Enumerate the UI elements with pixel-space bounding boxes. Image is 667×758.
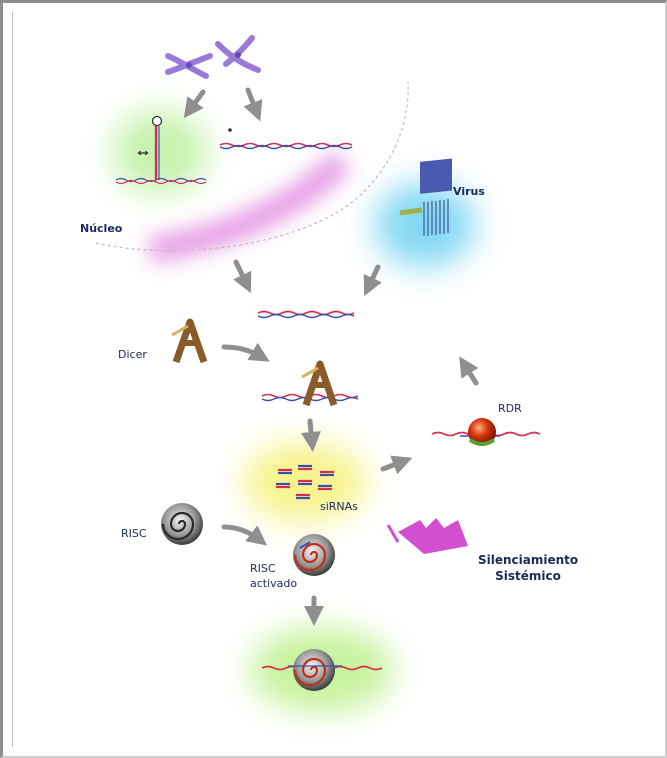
frame-inner-border	[12, 12, 13, 747]
nucleus-boundary	[95, 81, 409, 252]
risc-activated-icon	[293, 534, 335, 576]
green-glow-hairpin	[112, 110, 208, 194]
label-risc-activated: RISC activado	[250, 561, 297, 591]
arrow-chromosome-to-hairpin	[183, 89, 206, 119]
arrow-dicer-to-complex	[221, 342, 270, 362]
label-risc-activated-line2: activado	[250, 577, 298, 590]
label-rdr: RDR	[498, 402, 522, 415]
rdr-enzyme-icon	[431, 418, 541, 446]
chromosome-icon	[165, 53, 213, 79]
risc-on-target-mrna	[261, 649, 383, 691]
nucleus-magenta-glow	[148, 150, 352, 263]
arrow-risc-to-activated	[221, 524, 268, 546]
label-systemic-line1: Silenciamiento	[478, 553, 579, 567]
chromosome-icon	[215, 35, 261, 73]
risc-complex-icon	[161, 503, 203, 545]
systemic-signal-icon	[386, 518, 468, 554]
virus-cyan-glow	[375, 183, 475, 267]
label-sirnas: siRNAs	[320, 500, 358, 513]
label-systemic-silencing: Silenciamiento Sistémico	[478, 552, 578, 584]
virus-particle-icon	[399, 158, 452, 236]
arrow-chromosome-to-dsrna	[243, 87, 263, 122]
label-risc: RISC	[121, 527, 147, 540]
label-systemic-line2: Sistémico	[495, 569, 561, 583]
hairpin-rna-icon	[115, 115, 207, 185]
arrow-rdr-to-dsrna	[459, 356, 479, 386]
nuclear-dsrna	[219, 128, 353, 150]
central-dsrna	[257, 310, 355, 319]
arrow-sirnas-to-rdr	[380, 455, 413, 475]
label-risc-activated-line1: RISC	[250, 562, 276, 575]
label-dicer: Dicer	[118, 348, 147, 361]
label-virus: Virus	[453, 185, 485, 198]
arrow-virus-to-center	[363, 264, 382, 297]
pathway-arrows	[183, 87, 479, 626]
arrow-complex-to-sirnas	[301, 418, 321, 452]
dicer-enzyme-icon	[171, 318, 208, 364]
arrow-nucleus-to-center	[233, 259, 252, 294]
dicer-on-dsrna	[261, 360, 359, 407]
label-nucleus: Núcleo	[80, 222, 123, 235]
sirna-duplexes	[276, 464, 334, 500]
